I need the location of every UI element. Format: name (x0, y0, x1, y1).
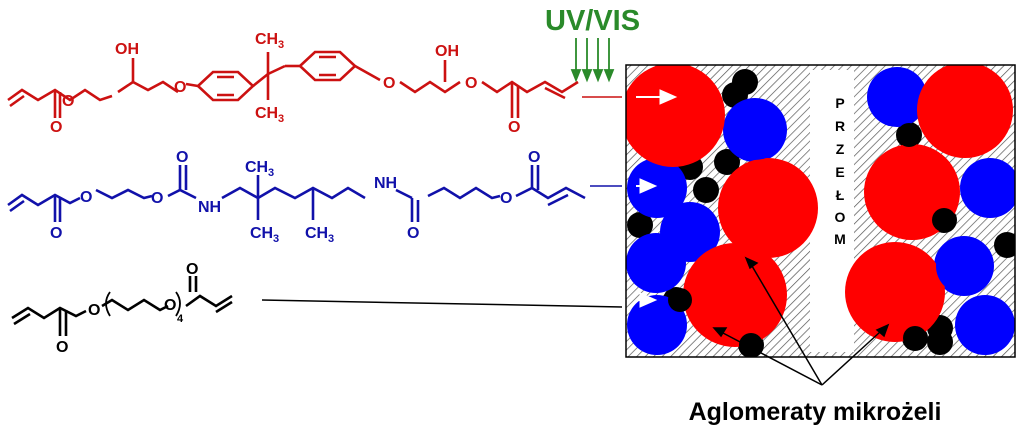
fracture-letter: Ł (836, 187, 845, 203)
red-particle (917, 65, 1013, 158)
atom-o: O (176, 149, 188, 166)
fracture-letter: R (835, 118, 845, 134)
blue-particle (627, 295, 687, 355)
atom-o: O (80, 189, 92, 206)
atom-oh-left: OH (115, 41, 139, 58)
black-particle (714, 149, 740, 175)
black-particle (739, 333, 763, 357)
black-monomer-labels: O O O 4 O (56, 261, 198, 356)
atom-o: O (465, 75, 477, 92)
blue-particle (867, 67, 927, 127)
black-particle (995, 233, 1015, 257)
fracture-box: P R Z E Ł O M (625, 64, 1016, 386)
methyl-b-sub: 3 (273, 233, 279, 245)
black-particle (627, 212, 653, 238)
methyl-c: CH (305, 225, 328, 242)
atom-o: O (407, 225, 419, 242)
methyl-top-sub: 3 (278, 39, 284, 51)
atom-o: O (62, 93, 74, 110)
methyl-c-sub: 3 (328, 233, 334, 245)
blue-particle (955, 295, 1015, 355)
box-border (625, 64, 1016, 358)
methyl-b: CH (250, 225, 273, 242)
red-particle (845, 242, 945, 342)
fracture-label: P R Z E Ł O M (834, 95, 846, 247)
blue-particle (725, 100, 785, 160)
red-monomer-labels: O O OH O CH 3 CH 3 O OH O O (50, 31, 520, 136)
blue-particle (627, 158, 687, 218)
methyl-top: CH (255, 31, 278, 48)
methyl-bottom-sub: 3 (278, 113, 284, 125)
black-particle (668, 288, 692, 312)
red-monomer (7, 50, 622, 118)
blue-particle (936, 238, 992, 294)
methyl-a-sub: 3 (268, 167, 274, 179)
blue-monomer (7, 165, 622, 222)
black-particle (903, 326, 927, 350)
atom-o: O (186, 261, 198, 278)
atom-o: O (508, 119, 520, 136)
fracture-letter: Z (836, 141, 845, 157)
repeat-count: 4 (177, 313, 184, 325)
atom-o: O (50, 119, 62, 136)
atom-o: O (50, 225, 62, 242)
atom-o: O (56, 339, 68, 356)
atom-o: O (383, 75, 395, 92)
fracture-letter: P (835, 95, 844, 111)
blue-particle (962, 160, 1015, 216)
atom-o: O (500, 190, 512, 207)
methyl-bottom: CH (255, 105, 278, 122)
black-particle (932, 208, 956, 232)
atom-o: O (151, 190, 163, 207)
black-particle (928, 328, 952, 352)
blue-particle (626, 233, 686, 293)
black-monomer (11, 276, 623, 336)
amine-nh-left: NH (198, 199, 221, 216)
red-particle (718, 158, 818, 258)
amine-nh-right: NH (374, 175, 397, 192)
red-particle (683, 243, 787, 347)
black-particle (693, 177, 719, 203)
fracture-letter: O (835, 209, 846, 225)
red-particles (626, 65, 1013, 347)
entry-arrows (636, 89, 678, 308)
uv-arrows (570, 38, 615, 83)
red-particle (626, 65, 725, 167)
caption: Aglomeraty mikrożeli (689, 398, 942, 426)
blue-monomer-labels: O O O O NH CH 3 CH 3 CH 3 NH O O O (50, 149, 540, 245)
atom-oh-right: OH (435, 43, 459, 60)
atom-o: O (164, 297, 176, 314)
agglomerate-pointers (712, 256, 890, 386)
uv-vis-label: UV/VIS (545, 5, 640, 37)
uv-vis-source: UV/VIS (545, 5, 640, 83)
fracture-letter: E (835, 164, 844, 180)
atom-o: O (174, 79, 186, 96)
black-particle (897, 123, 921, 147)
atom-o: O (88, 302, 100, 319)
fracture-letter: M (834, 231, 846, 247)
atom-o: O (528, 149, 540, 166)
methyl-a: CH (245, 159, 268, 176)
